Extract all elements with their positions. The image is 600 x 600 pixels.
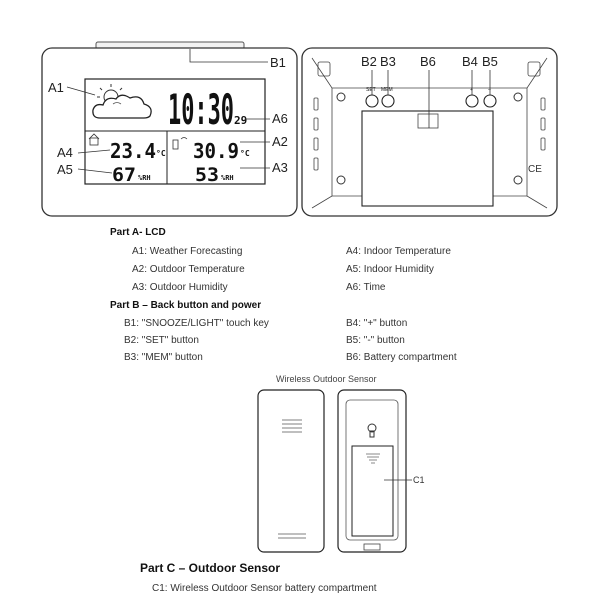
part-a-item-a2: A2: Outdoor Temperature <box>132 264 245 275</box>
callout-b2: B2 <box>361 54 377 69</box>
part-b-item-b1: B1: "SNOOZE/LIGHT" touch key <box>124 318 269 329</box>
callout-b6: B6 <box>420 54 436 69</box>
indoor-humidity-unit: %RH <box>138 174 151 182</box>
indoor-temp-display: 23.4 <box>110 139 156 163</box>
indoor-icon <box>88 133 100 146</box>
sensor-caption: Wireless Outdoor Sensor <box>276 374 377 384</box>
mem-button[interactable]: MEM <box>381 87 395 108</box>
side-grills <box>313 97 546 171</box>
sensor-back: C1 <box>337 389 425 553</box>
part-b-item-b3: B3: "MEM" button <box>124 352 203 363</box>
callout-b5: B5 <box>482 54 498 69</box>
sensor-latch <box>363 543 381 551</box>
outdoor-temp-display: 30.9 <box>193 139 239 163</box>
part-a-title: Part A- LCD <box>110 227 166 238</box>
outdoor-temp-unit: °C <box>240 149 250 158</box>
part-c-item-c1: C1: Wireless Outdoor Sensor battery comp… <box>152 583 377 594</box>
weather-forecast-icon <box>92 84 152 119</box>
part-b-item-b6: B6: Battery compartment <box>346 352 457 363</box>
time-display: 10:30 <box>168 85 234 134</box>
sensor-bottom-vent <box>278 533 306 539</box>
hang-hole-icon <box>367 423 377 438</box>
svg-text:MEM: MEM <box>381 87 393 93</box>
part-b-item-b4: B4: "+" button <box>346 318 408 329</box>
part-b-title: Part B – Back button and power <box>110 300 262 311</box>
front-view: 10:30 29 23.4 °C 67 %RH 30.9 °C 53 %RH <box>41 41 298 217</box>
part-b-item-b2: B2: "SET" button <box>124 335 199 346</box>
part-a-item-a3: A3: Outdoor Humidity <box>132 282 228 293</box>
outdoor-humidity-display: 53 <box>195 164 219 186</box>
svg-text:–: – <box>488 87 491 93</box>
outdoor-sensor-icon <box>172 137 188 150</box>
outdoor-humidity-unit: %RH <box>221 174 234 182</box>
part-a-item-a6: A6: Time <box>346 282 386 293</box>
indoor-humidity-display: 67 <box>112 164 136 186</box>
part-a-item-a5: A5: Indoor Humidity <box>346 264 434 275</box>
callout-a3: A3 <box>272 160 288 175</box>
callout-a5: A5 <box>57 162 73 177</box>
indoor-temp-unit: °C <box>156 149 166 158</box>
seconds-display: 29 <box>234 114 247 127</box>
back-leader-lines <box>371 70 491 128</box>
back-view: CE SET MEM + – B2 B3 B6 B4 <box>301 47 558 217</box>
sensor-top-vent <box>282 419 302 433</box>
screws <box>336 92 523 185</box>
svg-text:+: + <box>470 87 473 93</box>
callout-a4: A4 <box>57 145 73 160</box>
part-a-item-a1: A1: Weather Forecasting <box>132 246 243 257</box>
front-leader-lines <box>66 49 270 174</box>
compartment-arrow <box>366 453 380 464</box>
battery-latch <box>417 113 439 129</box>
svg-text:SET: SET <box>366 87 376 93</box>
callout-a2: A2 <box>272 134 288 149</box>
sensor-battery-compartment[interactable] <box>351 445 394 537</box>
part-b-item-b5: B5: "-" button <box>346 335 405 346</box>
callout-b4: B4 <box>462 54 478 69</box>
part-c-title: Part C – Outdoor Sensor <box>140 561 281 575</box>
ce-mark: CE <box>528 164 542 175</box>
callout-b1: B1 <box>270 55 286 70</box>
callout-c1: C1 <box>413 475 425 485</box>
callout-a1: A1 <box>48 80 64 95</box>
callout-a6: A6 <box>272 111 288 126</box>
sensor-front <box>257 389 325 553</box>
callout-b3: B3 <box>380 54 396 69</box>
part-a-item-a4: A4: Indoor Temperature <box>346 246 451 257</box>
